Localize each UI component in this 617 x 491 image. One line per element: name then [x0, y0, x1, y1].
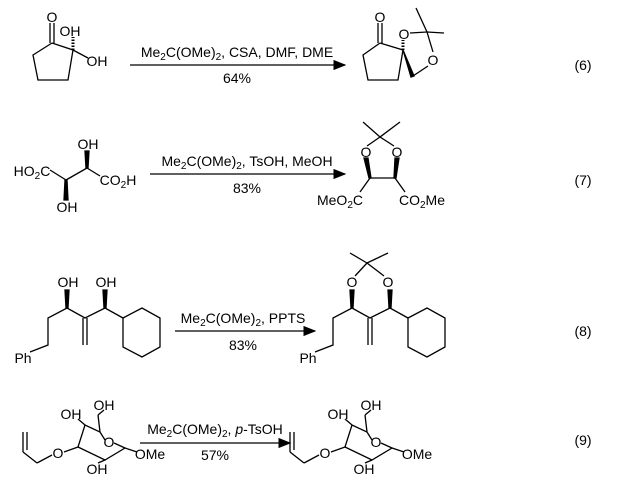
yield-9: 57% — [200, 447, 230, 463]
atom-label: O — [374, 9, 386, 25]
atom-label: O — [370, 434, 382, 450]
atom-label: MeO2C — [316, 192, 364, 211]
atom-label: O — [427, 52, 439, 68]
atom-label: Ph — [14, 350, 32, 366]
atom-label: CO2Me — [398, 192, 446, 211]
product-7-structure — [359, 121, 406, 193]
atom-label: O — [46, 9, 58, 25]
atom-label: O — [398, 26, 410, 42]
atom-label: O — [103, 434, 115, 450]
yield-7: 83% — [232, 180, 262, 196]
atom-label: CO2H — [99, 172, 137, 191]
atom-label: OH — [60, 406, 82, 422]
equation-number-9: (9) — [574, 432, 592, 448]
atom-label: O — [391, 144, 403, 160]
atom-label: OH — [95, 274, 117, 290]
equation-number-8: (8) — [574, 323, 592, 339]
atom-label: OH — [327, 406, 349, 422]
atom-label: O — [52, 445, 64, 461]
atom-label: HO2C — [13, 163, 51, 182]
reactant-8-structure — [29, 289, 161, 358]
reactant-9-structure — [22, 409, 138, 464]
yield-8: 83% — [228, 337, 258, 353]
product-6-structure — [362, 7, 445, 81]
atom-label: OH — [56, 199, 78, 215]
reagents-9: Me2C(OMe)2, p-TsOH — [147, 421, 283, 440]
atom-label: OH — [86, 53, 108, 69]
atom-label: OH — [59, 23, 81, 39]
atom-label: Ph — [299, 350, 317, 366]
reagents-6: Me2C(OMe)2, CSA, DMF, DME — [140, 44, 334, 63]
atom-label: OMe — [134, 446, 166, 462]
atom-label: OH — [360, 397, 382, 413]
equation-number-6: (6) — [574, 57, 592, 73]
yield-6: 64% — [222, 70, 252, 86]
atom-label: O — [360, 144, 372, 160]
atom-label: O — [346, 274, 358, 290]
reagents-8: Me2C(OMe)2, PPTS — [180, 310, 306, 329]
atom-label: OH — [353, 461, 375, 477]
atom-label: OH — [86, 461, 108, 477]
atom-label: O — [319, 445, 331, 461]
atom-label: OH — [93, 397, 115, 413]
atom-label: OMe — [401, 446, 433, 462]
atom-label: OH — [77, 136, 99, 152]
atom-label: O — [382, 274, 394, 290]
reactant-6-structure — [32, 23, 89, 81]
reactant-7-structure — [49, 150, 101, 201]
product-8-structure — [314, 252, 446, 358]
product-9-structure — [289, 409, 405, 464]
atom-label: OH — [57, 274, 79, 290]
equation-number-7: (7) — [574, 172, 592, 188]
reagents-7: Me2C(OMe)2, TsOH, MeOH — [161, 153, 333, 172]
